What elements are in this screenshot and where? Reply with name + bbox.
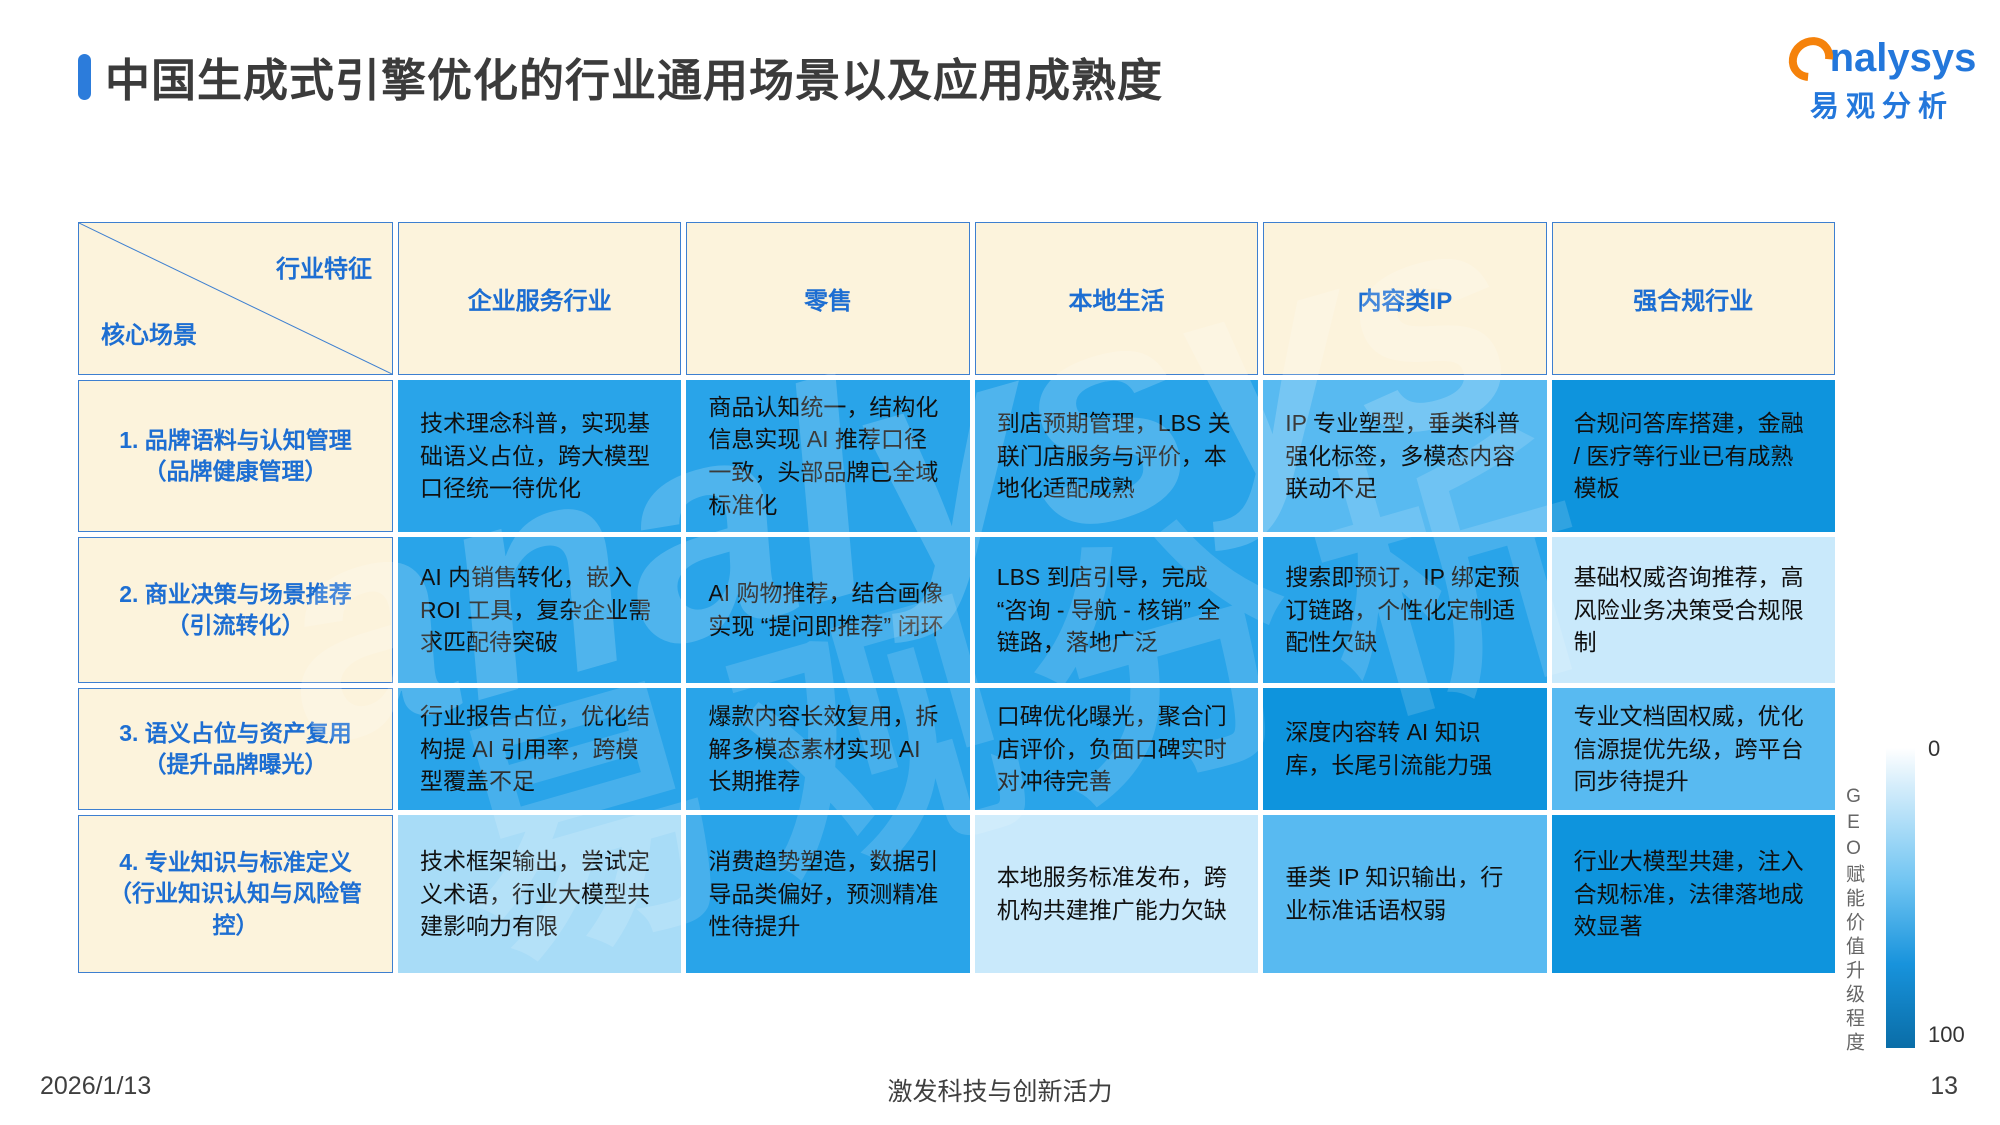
logo-wordmark: nalysys xyxy=(1779,27,1982,90)
column-header-content-ip: 内容类IP xyxy=(1263,222,1547,375)
matrix-cell: 商品认知统一，结构化信息实现 AI 推荐口径一致，头部品牌已全域标准化 xyxy=(686,380,970,532)
matrix-cell: AI 内销售转化，嵌入 ROI 工具，复杂企业需求匹配待突破 xyxy=(398,537,682,683)
legend-gradient-bar xyxy=(1886,748,1915,1048)
column-header-enterprise: 企业服务行业 xyxy=(398,222,682,375)
matrix-cell: 行业大模型共建，注入合规标准，法律落地成效显著 xyxy=(1551,815,1835,973)
diagonal-divider xyxy=(79,223,392,374)
matrix-cell: 消费趋势塑造，数据引导品类偏好，预测精准性待提升 xyxy=(686,815,970,973)
page-title: 中国生成式引擎优化的行业通用场景以及应用成熟度 xyxy=(105,55,1164,106)
legend-label: GEO赋能价值升级程度 xyxy=(1843,786,1864,1056)
title-block: 中国生成式引擎优化的行业通用场景以及应用成熟度 xyxy=(78,44,1163,109)
row-label: 2. 商业决策与场景推荐（引流转化） xyxy=(78,537,393,683)
matrix-cell: 合规问答库搭建，金融 / 医疗等行业已有成熟模板 xyxy=(1551,380,1835,532)
title-accent-bar xyxy=(78,53,91,100)
footer-page-number: 13 xyxy=(1930,1072,1958,1100)
matrix-cell: IP 专业塑型，垂类科普强化标签，多模态内容联动不足 xyxy=(1263,380,1547,532)
corner-label-industry: 行业特征 xyxy=(276,256,372,283)
matrix-cell: 技术框架输出，尝试定义术语，行业大模型共建影响力有限 xyxy=(398,815,682,973)
matrix-cell: 垂类 IP 知识输出，行业标准话语权弱 xyxy=(1263,815,1547,973)
matrix-cell: 技术理念科普，实现基础语义占位，跨大模型口径统一待优化 xyxy=(398,380,682,532)
matrix-cell: AI 购物推荐，结合画像实现 “提问即推荐” 闭环 xyxy=(686,537,970,683)
column-header-retail: 零售 xyxy=(686,222,970,375)
matrix-cell: 基础权威咨询推荐，高风险业务决策受合规限制 xyxy=(1551,537,1835,683)
corner-header-cell: 行业特征 核心场景 xyxy=(78,222,393,375)
matrix-cell: 专业文档固权威，优化信源提优先级，跨平台同步待提升 xyxy=(1551,688,1835,810)
corner-label-scene: 核心场景 xyxy=(101,322,197,349)
legend-min-value: 0 xyxy=(1928,736,1941,761)
matrix-cell: 搜索即预订，IP 绑定预订链路，个性化定制适配性欠缺 xyxy=(1263,537,1547,683)
matrix-cell: 口碑优化曝光，聚合门店评价，负面口碑实时对冲待完善 xyxy=(974,688,1259,810)
matrix-cell: 爆款内容长效复用，拆解多模态素材实现 AI 长期推荐 xyxy=(686,688,970,810)
footer-slogan: 激发科技与创新活力 xyxy=(887,1078,1113,1106)
matrix-cell: 深度内容转 AI 知识库，长尾引流能力强 xyxy=(1263,688,1547,810)
matrix-cell: 行业报告占位，优化结构提 AI 引用率，跨模型覆盖不足 xyxy=(398,688,682,810)
row-label: 4. 专业知识与标准定义（行业知识认知与风险管控） xyxy=(78,815,393,973)
column-header-compliance: 强合规行业 xyxy=(1551,222,1835,375)
column-header-local-life: 本地生活 xyxy=(974,222,1259,375)
matrix-cell: 本地服务标准发布，跨机构共建推广能力欠缺 xyxy=(974,815,1259,973)
row-label: 1. 品牌语料与认知管理（品牌健康管理） xyxy=(78,380,393,532)
logo-text-en: nalysys xyxy=(1829,36,1977,80)
footer-date: 2026/1/13 xyxy=(40,1072,152,1100)
maturity-matrix-table: 行业特征 核心场景 企业服务行业 零售 本地生活 内容类IP 强合规行业 1. … xyxy=(78,222,1835,973)
row-label: 3. 语义占位与资产复用（提升品牌曝光） xyxy=(78,688,393,810)
matrix-cell: LBS 到店引导，完成 “咨询 - 导航 - 核销” 全链路，落地广泛 xyxy=(974,537,1259,683)
analysys-logo: nalysys 易观分析 xyxy=(1779,27,1982,125)
logo-text-cn: 易观分析 xyxy=(1809,91,1954,123)
matrix-cell: 到店预期管理，LBS 关联门店服务与评价，本地化适配成熟 xyxy=(974,380,1259,532)
legend-max-value: 100 xyxy=(1928,1022,1965,1047)
